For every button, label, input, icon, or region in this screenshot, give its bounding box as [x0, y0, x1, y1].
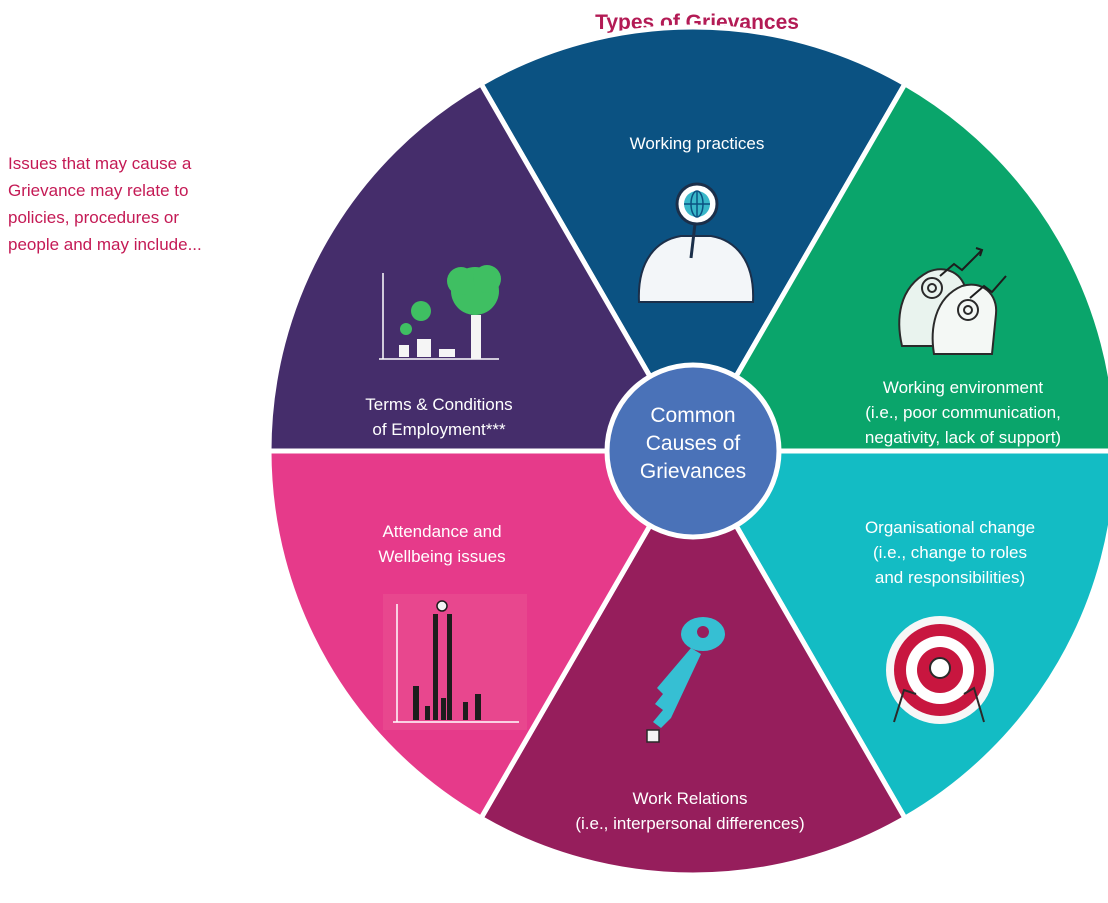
segment-label-line: Work Relations — [633, 789, 748, 808]
intro-line: Grievance may relate to — [8, 181, 188, 200]
bar-chart-icon — [383, 594, 527, 730]
segment-label-line: (i.e., interpersonal differences) — [575, 814, 804, 833]
key-icon — [646, 617, 725, 743]
segment-label-line: negativity, lack of support) — [865, 428, 1061, 447]
center-label-line: Common — [650, 404, 735, 427]
segment-label-line: and responsibilities) — [875, 568, 1025, 587]
icons-group — [379, 182, 1007, 743]
segment-label-line: Organisational change — [865, 518, 1035, 537]
segment-label-working-practices: Working practices — [630, 134, 765, 153]
segment-label-line: of Employment*** — [372, 420, 506, 439]
segment-label-organisational-change: Organisational change (i.e., change to ro… — [865, 518, 1035, 587]
intro-text: Issues that may cause a Grievance may re… — [8, 154, 202, 254]
target-icon — [886, 616, 994, 724]
segment-label-line: (i.e., poor communication, — [865, 403, 1061, 422]
intro-line: people and may include... — [8, 235, 202, 254]
center-label-line: Grievances — [640, 460, 746, 483]
segment-label-line: Attendance and — [382, 522, 501, 541]
segment-label-working-environment: Working environment (i.e., poor communica… — [865, 378, 1061, 447]
intro-line: Issues that may cause a — [8, 154, 192, 173]
center-label-line: Causes of — [646, 432, 741, 455]
segment-label-line: Wellbeing issues — [378, 547, 505, 566]
growth-tree-icon — [379, 265, 501, 360]
spiral-heads-icon — [898, 247, 1007, 355]
magnifier-globe-icon — [637, 182, 755, 303]
segment-label-line: Working practices — [630, 134, 765, 153]
segment-label-line: Terms & Conditions — [365, 395, 512, 414]
segment-label-line: Working environment — [883, 378, 1044, 397]
segment-working-environment — [690, 81, 1108, 454]
segment-label-work-relations: Work Relations (i.e., interpersonal diffe… — [575, 789, 804, 833]
segment-label-terms-conditions: Terms & Conditions of Employment*** — [365, 395, 512, 439]
intro-line: policies, procedures or — [8, 208, 179, 227]
center-circle — [604, 362, 782, 540]
segment-label-line: (i.e., change to roles — [873, 543, 1027, 562]
